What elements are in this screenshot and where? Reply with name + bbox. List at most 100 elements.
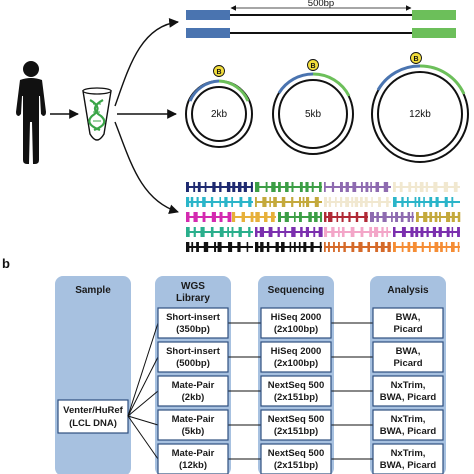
long-read-block (200, 227, 205, 237)
read-2-right (412, 28, 456, 38)
library-cell (157, 341, 229, 373)
long-read-block (333, 242, 335, 252)
long-read-block (193, 182, 196, 192)
long-read-block (202, 197, 206, 207)
read-2-left (186, 28, 230, 38)
sample-line-2: (LCL DNA) (69, 418, 117, 429)
long-read-block (238, 227, 242, 237)
sample-connector (127, 415, 159, 426)
long-read-block (375, 182, 380, 192)
dna-tube-icon (82, 87, 112, 141)
long-read-block (451, 227, 454, 237)
long-read-block (410, 227, 414, 237)
long-read-block (453, 182, 458, 192)
long-read-block (285, 182, 289, 192)
long-read-block (451, 212, 455, 222)
long-read-block (289, 242, 292, 252)
sample-line-1: Venter/HuRef (63, 405, 123, 416)
long-read-block (327, 242, 330, 252)
long-read-block (421, 242, 424, 252)
long-read-block (439, 212, 441, 222)
sequencing-cell-text: NextSeq 500 (268, 380, 325, 391)
long-read-block (341, 212, 344, 222)
long-read-block (278, 182, 281, 192)
long-read-block (450, 242, 455, 252)
long-read-block (314, 212, 318, 222)
long-read-block (298, 197, 301, 207)
library-cell-text: (350bp) (176, 324, 210, 335)
long-read-block (193, 227, 196, 237)
long-read-block (338, 242, 340, 252)
long-read-block (302, 197, 305, 207)
long-read-block (360, 227, 364, 237)
marker-b-5kb: B (310, 63, 315, 70)
long-read-block (217, 242, 222, 252)
long-read-block (186, 242, 190, 252)
long-read-block (337, 227, 340, 237)
long-read-block (345, 182, 349, 192)
long-read-block (331, 182, 335, 192)
sequencing-cell (260, 375, 332, 407)
long-read-block (443, 182, 449, 192)
long-read-block (202, 212, 206, 222)
sample-connector (127, 415, 159, 460)
long-read-block (376, 212, 379, 222)
long-read-block (444, 197, 448, 207)
library-cell-text: Mate-Pair (172, 414, 215, 425)
long-read-block (380, 242, 385, 252)
long-read-block (277, 227, 280, 237)
library-cell-text: Mate-Pair (172, 448, 215, 459)
long-read-block (224, 197, 228, 207)
long-read-block (266, 242, 270, 252)
long-read-block (219, 212, 223, 222)
sequencing-cell-text: (2x151bp) (274, 460, 318, 471)
long-read-block (281, 197, 286, 207)
long-read-block (196, 242, 199, 252)
long-read-block (275, 242, 279, 252)
long-read-block (420, 227, 424, 237)
long-read-block (193, 212, 198, 222)
long-read-block (298, 242, 301, 252)
long-read-block (360, 182, 363, 192)
long-read-block (395, 212, 399, 222)
long-read-block (370, 212, 374, 222)
long-read-block (311, 182, 314, 192)
long-read-block (414, 182, 418, 192)
long-read-block (250, 182, 253, 192)
long-read-block (336, 212, 339, 222)
long-read-block (269, 197, 271, 207)
analysis-cell-text: Picard (393, 358, 422, 369)
long-read-line (324, 216, 368, 218)
sequencing-cell (260, 409, 332, 441)
long-read-block (457, 212, 461, 222)
long-read-line (232, 216, 276, 218)
long-read-block (227, 227, 229, 237)
long-read-block (369, 227, 373, 237)
long-read-block (231, 227, 234, 237)
analysis-cell (372, 341, 444, 373)
long-read-block (367, 242, 370, 252)
long-read-block (299, 182, 303, 192)
analysis-cell-text: Picard (393, 324, 422, 335)
long-read-block (355, 212, 359, 222)
long-read-block (228, 242, 233, 252)
long-read-block (231, 197, 234, 207)
long-read-block (324, 242, 326, 252)
long-read-block (419, 182, 424, 192)
long-read-block (324, 227, 328, 237)
long-read-block (339, 197, 343, 207)
long-read-block (348, 212, 351, 222)
long-read-block (457, 242, 460, 252)
long-read-block (250, 212, 254, 222)
long-read-block (219, 227, 224, 237)
analysis-cell-text: NxTrim, (391, 414, 426, 425)
long-read-block (358, 242, 363, 252)
long-read-block (352, 182, 357, 192)
long-read-line (255, 231, 322, 233)
long-read-block (291, 182, 294, 192)
long-read-block (319, 212, 323, 222)
long-read-block (298, 212, 302, 222)
sample-cell (57, 399, 129, 434)
